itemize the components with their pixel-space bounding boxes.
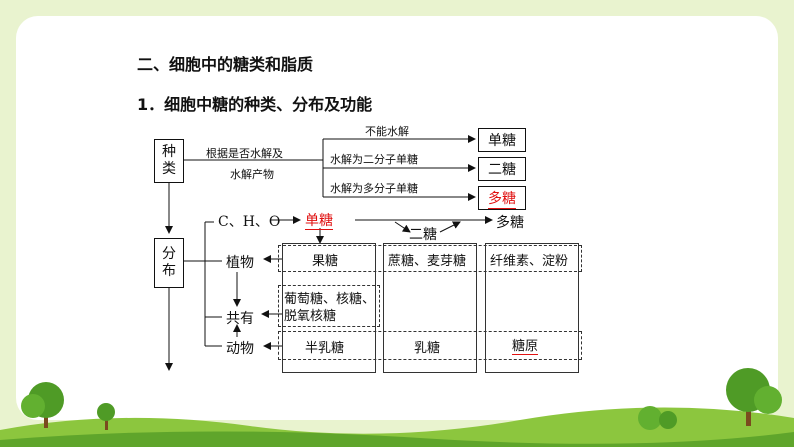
- cell-common-mono-2: 脱氧核糖: [284, 309, 337, 324]
- distribution-char-2: 布: [162, 263, 176, 279]
- footer-landscape: [0, 368, 794, 447]
- branch-multi-mono: 水解为多分子单糖: [330, 182, 418, 195]
- cell-plant-di: 蔗糖、麦芽糖: [388, 254, 467, 269]
- section-heading: 二、细胞中的糖类和脂质: [137, 55, 314, 74]
- poly-sugar-label: 多糖: [488, 188, 516, 209]
- flow-di-label: 二糖: [409, 227, 437, 243]
- branch-two-mono: 水解为二分子单糖: [330, 153, 418, 166]
- plant-label: 植物: [226, 255, 254, 271]
- cell-plant-mono: 果糖: [312, 254, 339, 269]
- cell-animal-poly: 糖原: [512, 335, 539, 355]
- branch-no-hydrolysis: 不能水解: [365, 125, 409, 138]
- mono-sugar-box: 单糖: [478, 128, 526, 152]
- category-char-2: 类: [162, 161, 176, 177]
- poly-sugar-box: 多糖: [478, 186, 526, 210]
- di-sugar-label: 二糖: [488, 162, 516, 178]
- column-di: [383, 243, 477, 373]
- cell-animal-poly-text: 糖原: [512, 339, 539, 355]
- flow-mono-label: 单糖: [305, 210, 333, 230]
- cell-animal-mono: 半乳糖: [305, 341, 345, 356]
- flow-poly-label: 多糖: [496, 215, 524, 231]
- cell-plant-poly: 纤维素、淀粉: [490, 254, 569, 269]
- slide-frame: [16, 16, 778, 420]
- category-char-1: 种: [162, 144, 176, 160]
- column-mono: [282, 243, 376, 373]
- criteria-line-1: 根据是否水解及: [206, 147, 283, 160]
- cell-animal-di: 乳糖: [414, 341, 441, 356]
- row-plant: [278, 245, 582, 272]
- column-poly: [485, 243, 579, 373]
- cell-common-mono-1: 葡萄糖、核糖、: [284, 292, 376, 307]
- tree-icon: [21, 382, 64, 428]
- mono-sugar-label: 单糖: [488, 133, 516, 149]
- row-common: [278, 285, 380, 327]
- row-animal: [278, 331, 582, 360]
- criteria-line-2: 水解产物: [230, 168, 274, 181]
- elements-label: C、H、O: [218, 214, 281, 230]
- common-label: 共有: [226, 311, 254, 327]
- flow-mono-text: 单糖: [305, 213, 333, 230]
- sub-heading: 1．细胞中糖的种类、分布及功能: [137, 95, 373, 114]
- category-node: 种 类: [154, 139, 184, 183]
- di-sugar-box: 二糖: [478, 157, 526, 181]
- distribution-char-1: 分: [162, 246, 176, 262]
- animal-label: 动物: [226, 341, 254, 357]
- distribution-node: 分 布: [154, 238, 184, 288]
